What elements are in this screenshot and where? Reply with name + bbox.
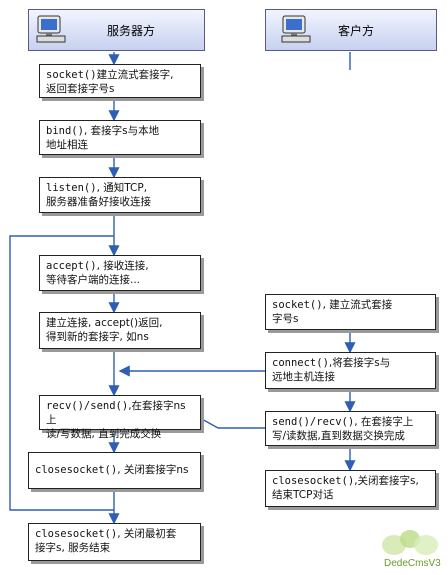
watermark-text: DedeCmsV3: [384, 558, 441, 569]
server-step-listen: listen(), 通知TCP, 服务器准备好接收连接: [39, 177, 201, 213]
computer-icon: [281, 15, 311, 43]
client-step-socket: socket(), 建立流式套接 字号s: [265, 294, 436, 330]
server-header-label: 服务器方: [107, 24, 156, 38]
computer-icon: [36, 15, 66, 43]
server-step-close-ns: closesocket(), 关闭套接字ns: [28, 452, 201, 489]
server-step-accept: accept(), 接收连接, 等待客户端的连接...: [39, 255, 201, 291]
client-step-close: closesocket(),关闭套接字s, 结束TCP对话: [265, 470, 436, 507]
server-header: 服务器方: [28, 9, 205, 51]
client-header-label: 客户方: [338, 24, 375, 38]
server-step-socket: socket()建立流式套接字, 返回套接字号s: [39, 64, 201, 98]
leaf-icon: [382, 530, 438, 555]
server-step-establish: 建立连接, accept()返回, 得到新的套接字, 如ns: [39, 312, 201, 349]
client-header: 客户方: [265, 9, 437, 51]
server-step-close-s: closesocket(), 关闭最初套 接字s, 服务结束: [28, 523, 201, 561]
server-step-bind: bind(), 套接字s与本地 地址相连: [39, 120, 201, 155]
loop-back-line: [9, 235, 114, 511]
client-step-send-recv: send()/recv(), 在套接字上 写/读数据,直到数据交换完成: [265, 411, 436, 446]
client-step-connect: connect(),将套接字s与 远地主机连接: [265, 352, 436, 389]
line-data-exchange-tail: [199, 417, 219, 429]
watermark-logo: DedeCmsV3: [380, 523, 444, 571]
server-step-recv-send: recv()/send(),在套接字ns上 读/写数据, 直到完成交换: [39, 395, 201, 440]
